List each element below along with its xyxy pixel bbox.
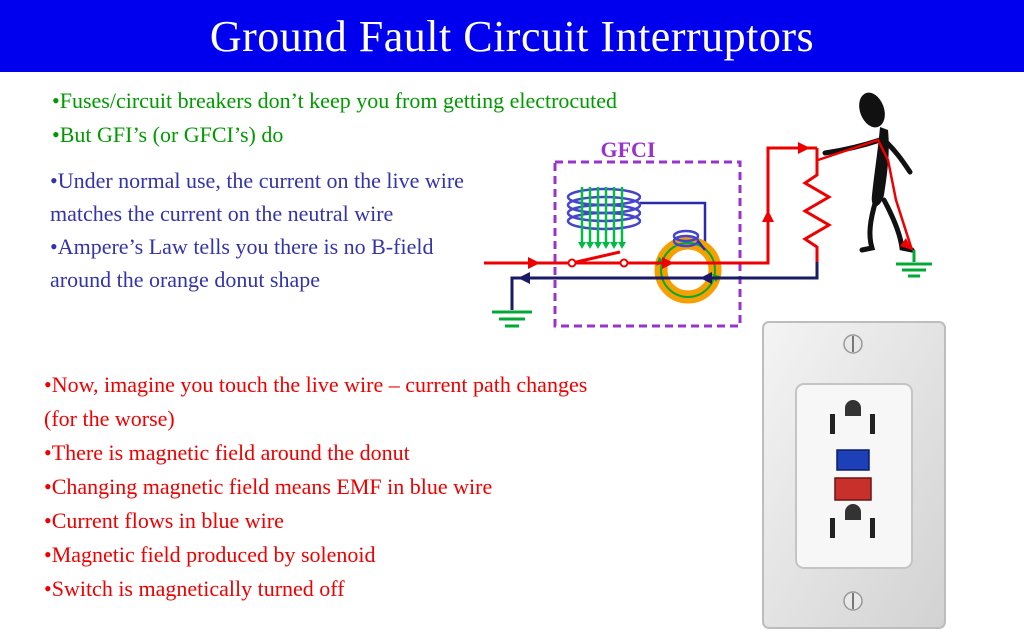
title-bar: Ground Fault Circuit Interruptors xyxy=(0,0,1024,72)
switch-blade xyxy=(571,250,621,265)
solenoid-coil xyxy=(566,187,642,231)
fault-bullet: •Current flows in blue wire xyxy=(44,508,284,533)
reset-button xyxy=(834,477,872,501)
normal-use-bullet-list: •Under normal use, the current on the li… xyxy=(50,164,490,296)
fault-bullet: •Magnetic field produced by solenoid xyxy=(44,542,376,567)
test-button xyxy=(836,449,870,471)
normal-bullet: •Under normal use, the current on the li… xyxy=(50,168,464,226)
ground-symbol-icon xyxy=(896,262,932,278)
gfci-box xyxy=(553,160,742,328)
fault-current-path xyxy=(817,138,914,251)
live-current-arrow xyxy=(528,257,540,269)
fault-bullet-list: •Now, imagine you touch the live wire – … xyxy=(44,368,624,606)
stick-figure-person xyxy=(817,92,915,253)
live-current-arrow xyxy=(662,257,674,269)
neutral-wire xyxy=(510,262,819,310)
donut-field-loop xyxy=(660,242,716,298)
fault-bullet: •Switch is magnetically turned off xyxy=(44,576,345,601)
intro-bullet-list: •Fuses/circuit breakers don’t keep you f… xyxy=(52,84,617,152)
fault-bullet: •Now, imagine you touch the live wire – … xyxy=(44,372,588,431)
gfci-label: GFCI xyxy=(601,137,656,162)
ground-symbol-icon xyxy=(492,310,532,328)
switch-contact xyxy=(567,258,577,268)
neutral-current-arrow xyxy=(700,272,712,284)
intro-bullet: •But GFI’s (or GFCI’s) do xyxy=(52,122,284,147)
live-current-arrow xyxy=(798,142,810,154)
switch-contact xyxy=(619,258,629,268)
solenoid-field-lines xyxy=(580,187,624,243)
gfci-outlet-image xyxy=(762,321,946,629)
field-arrowheads xyxy=(578,242,626,249)
live-current-arrow xyxy=(762,210,774,222)
neutral-current-arrow xyxy=(518,272,530,284)
resistor-icon xyxy=(802,148,832,262)
intro-bullet: •Fuses/circuit breakers don’t keep you f… xyxy=(52,88,618,113)
fault-bullet: •There is magnetic field around the donu… xyxy=(44,440,410,465)
normal-bullet: •Ampere’s Law tells you there is no B-fi… xyxy=(50,234,434,292)
page-title: Ground Fault Circuit Interruptors xyxy=(209,11,815,61)
live-wire xyxy=(484,146,817,265)
fault-bullet: •Changing magnetic field means EMF in bl… xyxy=(44,474,493,499)
